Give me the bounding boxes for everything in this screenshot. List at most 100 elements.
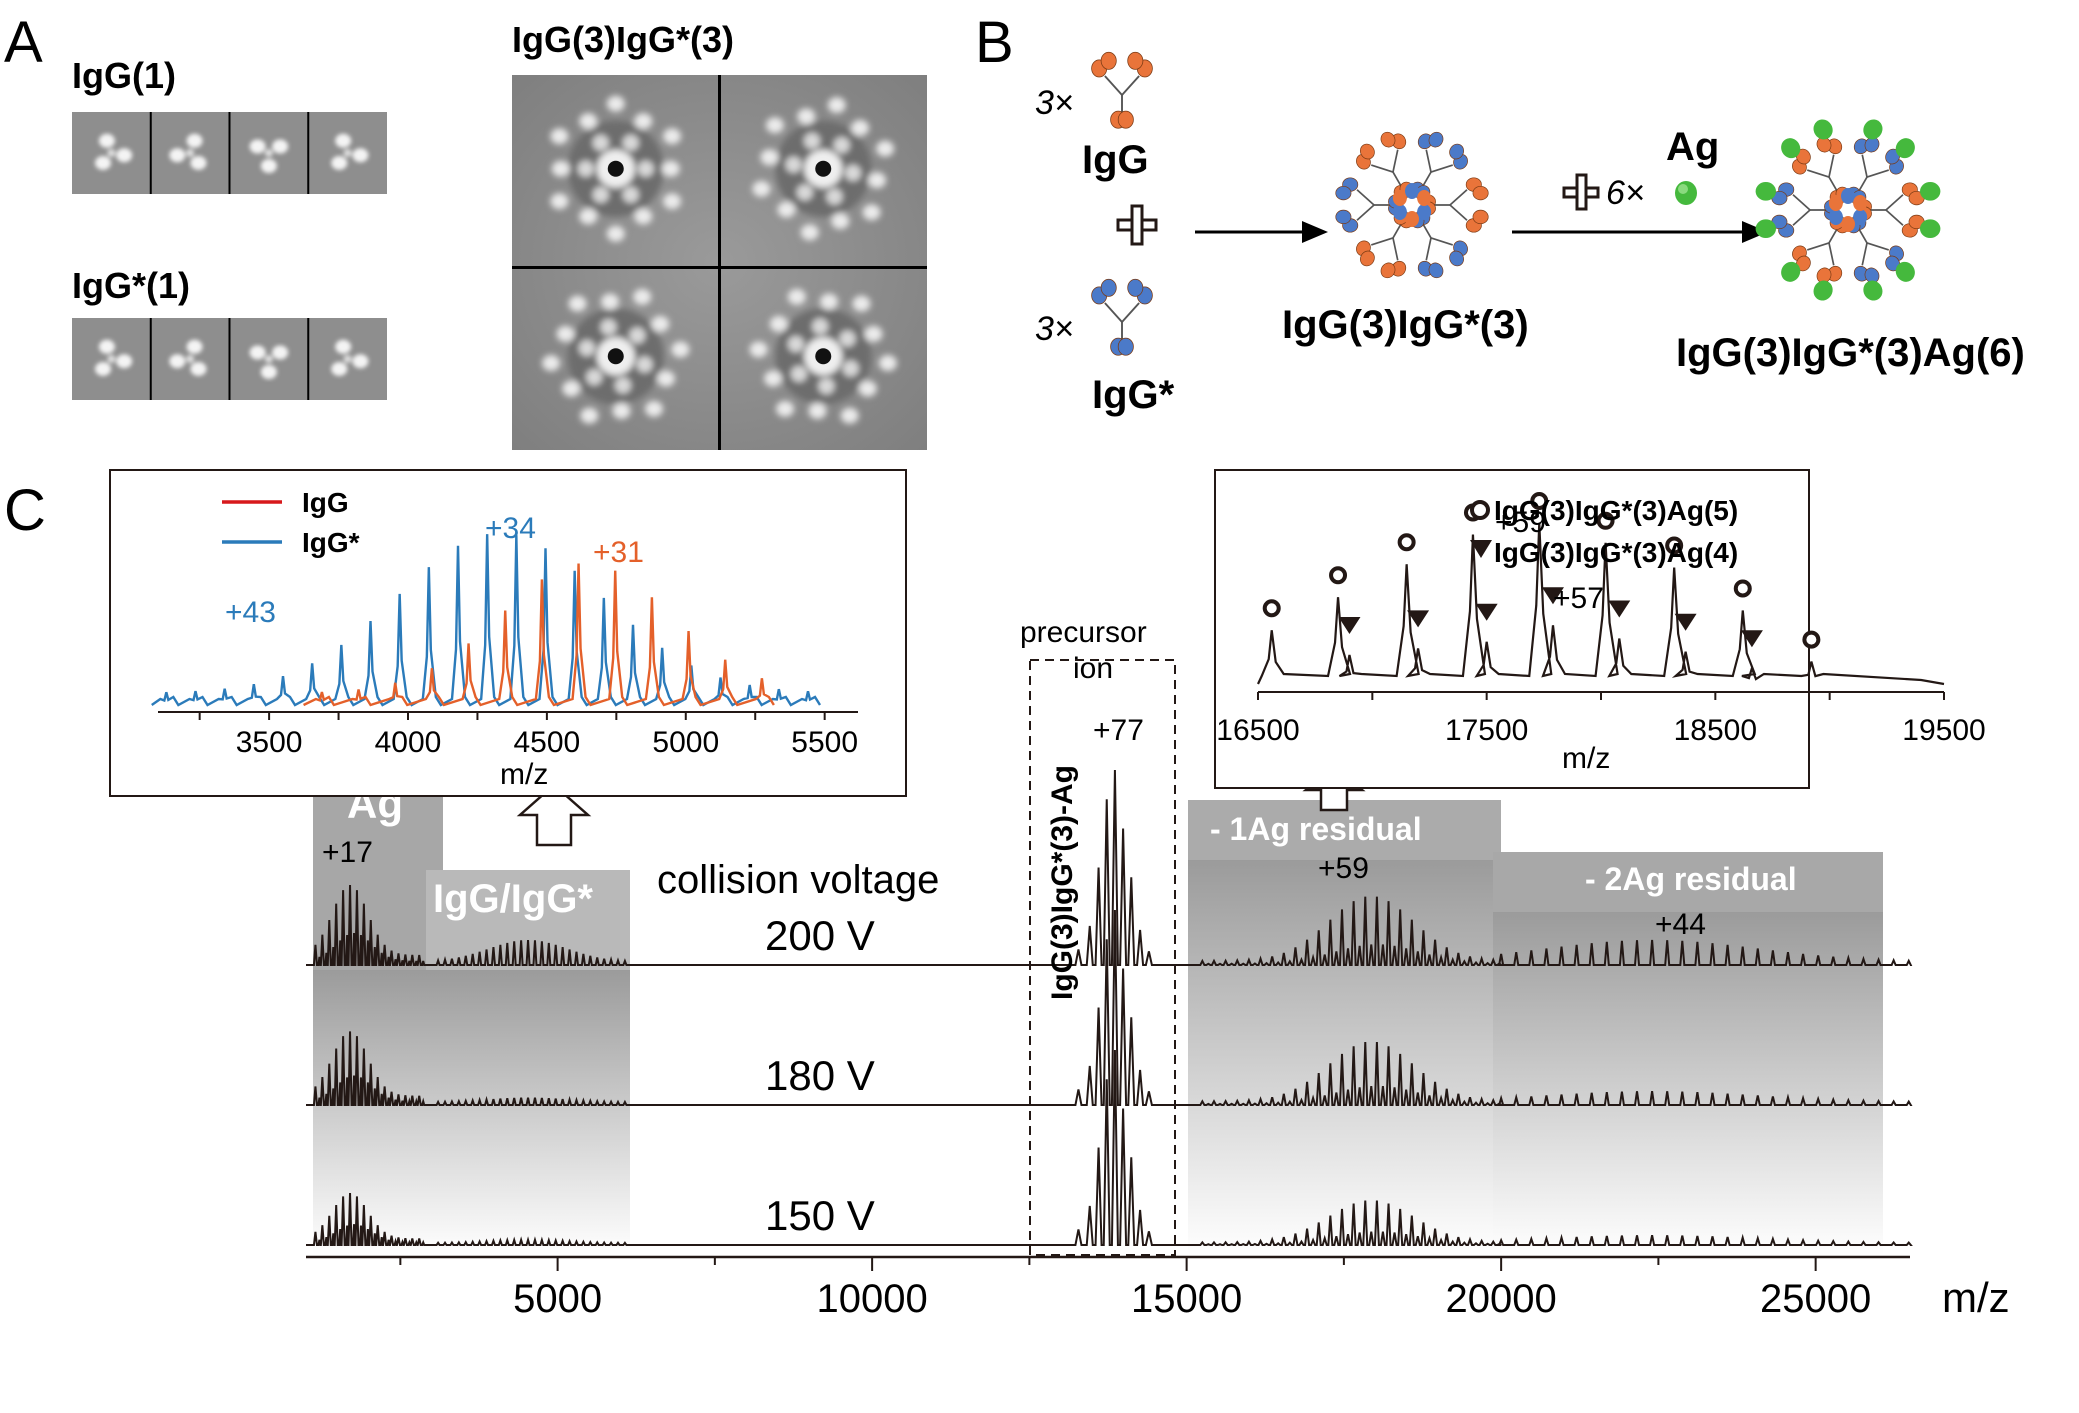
spectrum-180v	[306, 909, 1913, 1106]
inset-left-tick-label: 4000	[375, 726, 442, 759]
complex-icon	[1755, 119, 1941, 301]
spectrum-line	[306, 909, 1913, 1106]
arrow-to-left-inset	[516, 783, 592, 847]
voltage-180: 180 V	[765, 1052, 875, 1099]
ag-charge: +17	[322, 836, 373, 869]
em-particle	[249, 139, 289, 173]
iggstar-label: IgG*	[1092, 373, 1175, 417]
spectrum-200v	[306, 769, 1913, 966]
precursor-label-1: precursor	[1020, 616, 1147, 649]
complex-label: IgG(3)IgG*(3)Ag(6)	[1676, 331, 2025, 375]
triangle-marker	[1475, 603, 1498, 621]
inset-right-tick-label: 19500	[1902, 714, 1985, 747]
hexamer-label: IgG(3)IgG*(3)	[1282, 303, 1529, 347]
residual1-label: - 1Ag residual	[1210, 811, 1422, 847]
igg-coef: 3×	[1035, 84, 1074, 122]
panel-b-letter: B	[975, 10, 1014, 75]
panel-c-letter: C	[4, 478, 46, 543]
arrow-2	[1512, 221, 1768, 243]
inset-right-charge-57: +57	[1553, 582, 1604, 615]
precursor-box	[1029, 659, 1176, 1256]
igg-antibody-icon	[1091, 51, 1153, 129]
em-center-hole	[815, 348, 832, 365]
triangle-marker	[1674, 613, 1697, 631]
em-center-hole	[815, 160, 832, 177]
inset-right-tick-label: 17500	[1445, 714, 1528, 747]
legend-iggstar-label: IgG*	[302, 527, 360, 558]
inset-left-charge-43: +43	[225, 596, 276, 629]
circle-marker	[1733, 579, 1752, 598]
spectrum-line	[306, 1049, 1913, 1246]
inset-left-x-label: m/z	[500, 758, 548, 791]
residual2-label: - 2Ag residual	[1585, 861, 1797, 897]
igg-label: IgG	[1082, 138, 1149, 182]
inset-left-tick-label: 5000	[652, 726, 719, 759]
antibody	[1419, 177, 1489, 233]
residual2-charge: +44	[1655, 908, 1706, 941]
iggstar-antibody-icon	[1091, 278, 1153, 356]
main-x-label: m/z	[1942, 1274, 2010, 1321]
inset-right-tick-label: 18500	[1674, 714, 1757, 747]
inset-right-tick-label: 16500	[1216, 714, 1299, 747]
igg1-title: IgG(1)	[72, 55, 176, 96]
antigen-icon	[1675, 181, 1697, 205]
panel-b: B 3× IgG 3× IgG* IgG(3)IgG*(3) Ag 6×	[975, 10, 2025, 417]
legend-triangle-label: IgG(3)IgG*(3)Ag(4)	[1494, 537, 1738, 568]
inset-left-tick-label: 4500	[514, 726, 581, 759]
region-backdrops	[313, 770, 1883, 1255]
triangle-marker	[1608, 600, 1631, 618]
spectrum-line	[306, 769, 1913, 966]
inset-left-charge-31: +31	[593, 536, 644, 569]
em-hexamer-particle	[752, 97, 895, 241]
circle-marker	[1530, 492, 1549, 510]
main-tick-label: 5000	[513, 1277, 602, 1321]
antibody	[1855, 181, 1941, 239]
main-tick-label: 20000	[1446, 1277, 1557, 1321]
main-tick-label: 25000	[1760, 1277, 1871, 1321]
triangle-marker	[1541, 587, 1564, 605]
iggstar1-title: IgG*(1)	[72, 265, 190, 306]
antibody	[1091, 278, 1153, 356]
inset-right-trace	[1257, 522, 1945, 686]
em-center-hole	[607, 160, 624, 177]
circle-marker	[1262, 599, 1281, 618]
residual2-region	[1493, 912, 1883, 1255]
precursor-label-2: ion	[1073, 652, 1113, 685]
em-hexamer-particle	[542, 288, 690, 424]
panel-a-letter: A	[4, 10, 43, 75]
em-particle	[95, 339, 133, 376]
residual2-header	[1493, 852, 1883, 912]
precursor-charge: +77	[1093, 714, 1144, 747]
igg-region-strip	[426, 970, 630, 1255]
residual1-region	[1188, 860, 1501, 1255]
inset-right-charge-59: +59	[1495, 506, 1546, 539]
ag-region-strip	[313, 970, 443, 1255]
precursor-vertical-label: IgG(3)IgG*(3)-Ag	[1046, 765, 1079, 1000]
inset-igg-trace	[303, 563, 775, 707]
em-particle	[95, 133, 133, 170]
inset-right-spectrum	[1257, 522, 1945, 686]
em-particle	[169, 133, 207, 170]
circle-marker	[1329, 566, 1348, 585]
triangle-marker	[1407, 610, 1430, 628]
em-particle	[331, 339, 369, 376]
legend-igg-label: IgG	[302, 487, 349, 518]
legend-circle-label: IgG(3)IgG*(3)Ag(5)	[1494, 495, 1738, 526]
inset-right-frame	[1214, 469, 1810, 789]
hexamer-icon	[1335, 131, 1489, 279]
voltage-150: 150 V	[765, 1192, 875, 1239]
antibody	[1755, 181, 1841, 239]
hexamer-class-averages	[512, 75, 927, 450]
antibody	[1335, 177, 1405, 233]
iggstar1-class-averages	[72, 318, 387, 400]
hexamer-title: IgG(3)IgG*(3)	[512, 19, 734, 60]
residual1-charge: +59	[1318, 852, 1369, 885]
em-particle	[331, 133, 369, 170]
panel-a: A IgG(1) IgG*(1) IgG(3)IgG*(3)	[4, 10, 927, 450]
igg1-class-averages	[72, 112, 387, 194]
spectrum-150v	[306, 1049, 1913, 1246]
